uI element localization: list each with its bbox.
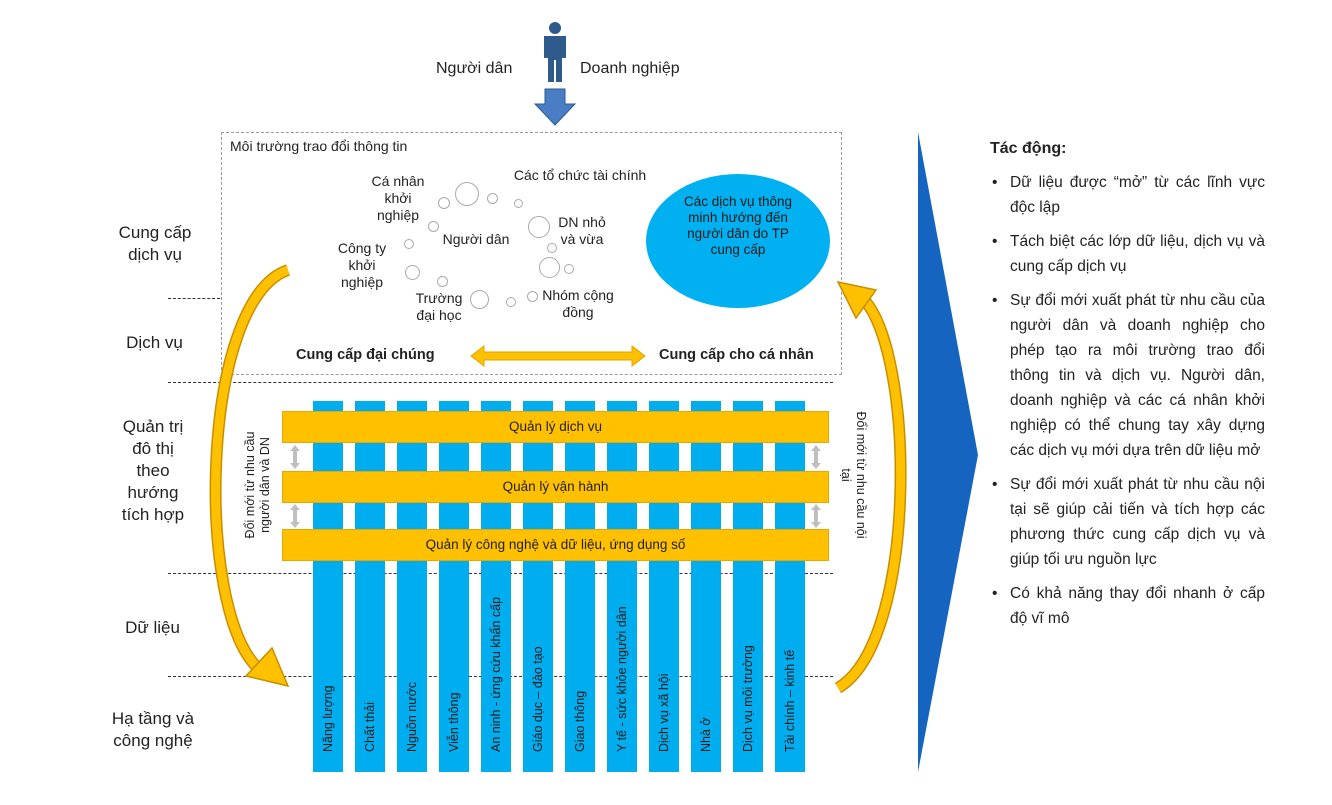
bubble — [438, 197, 450, 209]
sector-column: Giáo dục – đào tạo — [523, 401, 553, 772]
layer-governance: Quản trị đô thị theo hướng tích hợp — [121, 417, 185, 524]
mass-supply-label: Cung cấp đại chúng — [296, 347, 435, 363]
sector-column: Tài chính – kinh tế — [775, 401, 805, 772]
sector-column: Chất thải — [355, 401, 385, 772]
sector-column: An ninh - ứng cứu khẩn cấp — [481, 401, 511, 772]
updown-arrow-icon — [811, 504, 821, 528]
bubble — [539, 257, 560, 278]
band-tech-data-management: Quản lý công nghệ và dữ liệu, ứng dụng s… — [282, 529, 829, 561]
bubble — [527, 291, 538, 302]
band-service-management: Quản lý dịch vụ — [282, 411, 829, 443]
environment-title: Môi trường trao đổi thông tin — [230, 138, 408, 154]
band-operation-management: Quản lý vận hành — [282, 471, 829, 503]
entity-citizens: Người dân — [442, 231, 510, 247]
bubble — [428, 221, 439, 232]
sector-column: Năng lượng — [313, 401, 343, 772]
bubble — [506, 297, 516, 307]
impact-item: Dữ liệu được “mở” từ các lĩnh vực độc lậ… — [990, 170, 1265, 220]
right-curved-arrow-icon — [834, 280, 907, 694]
separator — [168, 298, 220, 299]
bubble — [437, 276, 448, 287]
layer-infrastructure: Hạ tầng và công nghệ — [111, 709, 195, 750]
sector-column: Dịch vụ xã hội — [649, 401, 679, 772]
updown-arrow-icon — [290, 445, 300, 469]
bubble — [455, 182, 479, 206]
bubble — [470, 290, 489, 309]
sector-column: Nhà ở — [691, 401, 721, 772]
separator — [168, 382, 833, 383]
sector-column: Giao thông — [565, 401, 595, 772]
sector-column: Y tế - sức khỏe người dân — [607, 401, 637, 772]
bubble — [514, 199, 523, 208]
layer-services: Dịch vụ — [126, 333, 183, 352]
layer-service-provision: Cung cấp dịch vụ — [118, 223, 192, 264]
sector-column: Nguồn nước — [397, 401, 427, 772]
entity-sme: DN nhỏ và vừa — [558, 214, 606, 247]
bubble — [547, 243, 557, 253]
left-curved-arrow-icon — [209, 264, 291, 688]
citizens-label: Người dân — [436, 60, 513, 77]
chevron-separator-icon — [918, 132, 978, 772]
layer-data: Dữ liệu — [125, 618, 180, 637]
impact-title: Tác động: — [990, 140, 1067, 157]
impact-item: Tách biệt các lớp dữ liệu, dịch vụ và cu… — [990, 229, 1265, 279]
exchange-environment-box — [221, 132, 842, 375]
business-label: Doanh nghiệp — [580, 60, 680, 77]
bubble — [404, 239, 414, 249]
down-arrow-icon — [534, 88, 576, 126]
entity-community-groups: Nhóm cộng đồng — [542, 287, 614, 320]
sector-column: Viễn thông — [439, 401, 469, 772]
impact-item: Sự đổi mới xuất phát từ nhu cầu của ngườ… — [990, 288, 1265, 463]
entity-individual-startup: Cá nhân khởi nghiệp — [371, 173, 425, 223]
sector-column: Dịch vụ môi trường — [733, 401, 763, 772]
updown-arrow-icon — [290, 504, 300, 528]
bubble — [405, 265, 420, 280]
entity-universities: Trường đại học — [415, 290, 463, 323]
impact-list: Dữ liệu được “mở” từ các lĩnh vực độc lậ… — [990, 170, 1265, 631]
updown-arrow-icon — [811, 445, 821, 469]
double-arrow-icon — [470, 345, 646, 367]
impact-item: Sự đổi mới xuất phát từ nhu cầu nội tại … — [990, 472, 1265, 572]
smart-services-ellipse — [646, 174, 830, 308]
entity-financial-orgs: Các tổ chức tài chính — [513, 167, 647, 183]
impact-item: Có khả năng thay đổi nhanh ở cấp độ vĩ m… — [990, 581, 1265, 631]
person-icon — [544, 22, 566, 82]
entity-startup-company: Công ty khởi nghiệp — [337, 240, 387, 290]
impact-panel: Tác động: Dữ liệu được “mở” từ các lĩnh … — [990, 140, 1265, 640]
bubble — [564, 264, 574, 274]
bubble — [487, 193, 498, 204]
personal-supply-label: Cung cấp cho cá nhân — [659, 347, 814, 363]
smart-services-label: Các dịch vụ thông minh hướng đến người d… — [683, 194, 793, 257]
bubble — [528, 216, 550, 238]
